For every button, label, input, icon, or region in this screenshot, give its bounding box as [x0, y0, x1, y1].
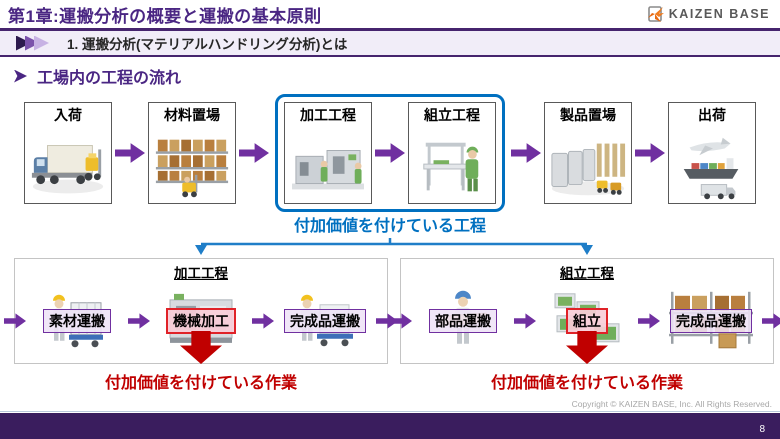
kaizen-base-logo-icon: [647, 6, 664, 22]
value-adding-highlight-frame: 加工工程 組立工程: [275, 94, 505, 212]
process-box-shukka: 出荷: [668, 102, 756, 204]
section-title-row: 工場内の工程の流れ: [14, 64, 780, 88]
flow-arrow-icon: [514, 313, 536, 329]
process-label: 加工工程: [300, 107, 356, 123]
process-box-kumitate: 組立工程: [408, 102, 496, 204]
flow-arrow-icon: [128, 313, 150, 329]
panel-kako-kotei: 加工工程 素材運搬: [4, 258, 398, 364]
flow-arrow-icon: [511, 143, 541, 163]
bracket-connector-icon: [195, 238, 593, 255]
detail-panels: 加工工程 素材運搬: [0, 258, 780, 364]
kaizen-base-logo: KAIZEN BASE: [647, 5, 770, 23]
process-box-seihin-okiba: 製品置場: [544, 102, 632, 204]
product-storage-illustration: [551, 143, 626, 196]
factory-process-flow: 入荷 材料置場: [0, 92, 780, 214]
copyright-text: Copyright © KAIZEN BASE, Inc. All Rights…: [571, 399, 772, 409]
process-label: 組立工程: [424, 107, 480, 123]
flow-arrow-icon: [762, 313, 780, 329]
flow-arrow-icon: [239, 143, 269, 163]
logo-text: KAIZEN BASE: [668, 7, 770, 21]
flow-arrow-icon: [390, 313, 412, 329]
process-label: 材料置場: [164, 107, 220, 123]
process-label: 入荷: [54, 107, 82, 123]
bracket-connector: [0, 238, 780, 258]
page-number: 8: [759, 424, 765, 435]
step-kanseihin-unpan-left: 完成品運搬: [275, 284, 375, 358]
step-sozai-unpan: 素材運搬: [27, 284, 127, 358]
panel-kumitate-kotei: 組立工程 部品運搬: [390, 258, 780, 364]
chapter-title: 第1章:運搬分析の概要と運搬の基本原則: [8, 6, 322, 26]
flow-arrow-icon: [638, 313, 660, 329]
assembly-bench-illustration: [423, 142, 479, 192]
step-label: 組立: [566, 308, 608, 334]
panel-title: 加工工程: [174, 266, 228, 281]
plane-ship-truck-illustration: [683, 137, 739, 200]
panel-title: 組立工程: [560, 266, 614, 281]
flow-arrow-icon: [252, 313, 274, 329]
process-box-kako: 加工工程: [284, 102, 372, 204]
section-title: 工場内の工程の流れ: [37, 70, 182, 87]
flow-arrow-icon: [635, 143, 665, 163]
value-adding-work-caption-left: 付加価値を付けている作業: [104, 375, 297, 392]
footer-separator: [0, 411, 780, 412]
machining-line-illustration: [292, 150, 364, 190]
process-box-nyuka: 入荷: [24, 102, 112, 204]
step-label: 部品運搬: [429, 309, 497, 333]
step-label: 完成品運搬: [284, 309, 366, 333]
step-label: 完成品運搬: [670, 309, 752, 333]
truck-forklift-illustration: [31, 145, 104, 194]
footer-bar: 8: [0, 413, 780, 439]
value-adding-work-caption-right: 付加価値を付けている作業: [490, 375, 683, 392]
triple-chevron-icon: [16, 35, 49, 51]
step-label: 素材運搬: [43, 309, 111, 333]
process-label: 出荷: [698, 107, 726, 123]
section-band: 1. 運搬分析(マテリアルハンドリング分析)とは: [0, 31, 780, 57]
step-kanseihin-unpan-right: 完成品運搬: [661, 284, 761, 358]
step-kumitate: 組立: [537, 284, 637, 364]
value-adding-process-caption: 付加価値を付けている工程: [293, 218, 486, 235]
flow-arrow-icon: [375, 143, 405, 163]
value-adding-work-captions: 付加価値を付けている作業 付加価値を付けている作業: [0, 369, 780, 393]
step-buhin-unpan: 部品運搬: [413, 284, 513, 358]
flow-arrow-icon: [115, 143, 145, 163]
process-label: 製品置場: [560, 107, 616, 123]
step-kikai-kako: 機械加工: [151, 284, 251, 364]
material-racks-illustration: [155, 139, 229, 198]
step-label: 機械加工: [166, 308, 236, 334]
section-band-label: 1. 運搬分析(マテリアルハンドリング分析)とは: [67, 37, 348, 52]
slide-header: 第1章:運搬分析の概要と運搬の基本原則 KAIZEN BASE: [0, 0, 780, 31]
arrow-bullet-icon: [14, 69, 27, 83]
process-box-zairyo-okiba: 材料置場: [148, 102, 236, 204]
flow-arrow-icon: [4, 313, 26, 329]
